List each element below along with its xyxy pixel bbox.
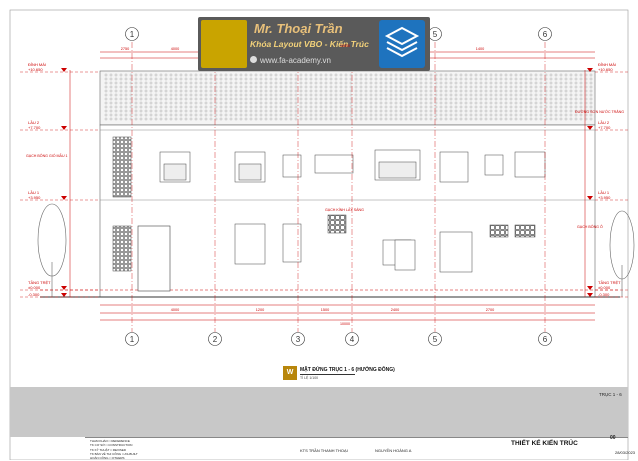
note-breeze-block: GẠCH BÔNG GIÓ MẪU 1 (26, 154, 68, 158)
axis-bubble (291, 332, 305, 346)
axis-label: 6 (543, 335, 548, 344)
dim-bottom: 2700 (486, 308, 494, 312)
axis-label: 5 (433, 335, 438, 344)
axis-bubble (538, 27, 552, 41)
dim-bottom-total: 10000 (340, 322, 350, 326)
dim-bottom: 4000 (171, 308, 179, 312)
level-name: LẦU 1 (598, 190, 610, 195)
entrance-door (137, 225, 171, 292)
level-value: -0.300 (598, 292, 610, 297)
presenter-photo (201, 20, 247, 68)
level-name: TẦNG TRỆT (598, 280, 621, 285)
title-underline (300, 374, 355, 375)
level-markers (20, 68, 628, 298)
dim-top: 4000 (171, 47, 179, 51)
legend-item: TK CƠ SỞ □ CONSTRUCTION (90, 443, 133, 448)
breeze-block-upper (112, 136, 132, 198)
breeze-block-lower (112, 225, 132, 272)
lower-windows (234, 214, 536, 273)
watermark-banner: Mr. Thoại Trần Khóa Layout VBO - Kiến Tr… (198, 17, 430, 71)
level-value: -0.300 (28, 292, 40, 297)
axis-bubble (208, 332, 222, 346)
level-name: ĐỈNH MÁI (598, 62, 616, 67)
level-name: LẦU 2 (28, 120, 40, 125)
dim-top: 2750 (121, 47, 129, 51)
level-value: +7.700 (28, 125, 41, 130)
level-value: +10.650 (598, 67, 613, 72)
sheet-main-title: THIẾT KẾ KIẾN TRÚC (511, 440, 578, 447)
level-name: LẦU 2 (598, 120, 610, 125)
upper-windows (159, 149, 546, 183)
axis-label: 6 (543, 30, 548, 39)
legend-item: TK KỸ THUẬT □ REVISED (90, 447, 127, 452)
drafter-name: NGUYỄN HOÀNG A (375, 448, 412, 453)
dim-top: 1400 (476, 47, 484, 51)
axis-label: 4 (350, 335, 355, 344)
axis-bubble (538, 332, 552, 346)
sheet-label: TRỤC 1 - 6 (599, 392, 622, 397)
axis-bubble (428, 332, 442, 346)
tree-left (37, 203, 67, 297)
axis-label: 1 (130, 335, 135, 344)
redacted-area (10, 387, 628, 437)
legend-item: HOÀN CÔNG □ OTHERS (90, 456, 125, 461)
tree-right (609, 210, 635, 297)
level-value: ±0.000 (598, 285, 611, 290)
axis-bubble (125, 332, 139, 346)
drawing-scale: TỈ LỆ 1/100 (300, 376, 319, 380)
level-name: ĐỈNH MÁI (28, 62, 46, 67)
legend-item: THAM KHẢO □ REFERENCE (90, 439, 130, 443)
globe-icon (250, 56, 257, 63)
axis-label: 5 (433, 30, 438, 39)
sheet-border (9, 9, 629, 460)
level-value: ±0.000 (28, 285, 41, 290)
level-name: LẦU 1 (28, 190, 40, 195)
drawing-symbol: W (283, 366, 297, 380)
academy-logo (379, 20, 425, 68)
axis-bubble (125, 27, 139, 41)
sheet-number: 00 (610, 435, 616, 441)
dim-bottom: 1200 (256, 308, 264, 312)
dim-top-total: 10000 (340, 44, 350, 48)
dim-bottom: 1500 (321, 308, 329, 312)
level-value: +7.700 (598, 125, 611, 130)
axis-label: 1 (130, 30, 135, 39)
drawing-title: MẶT ĐỨNG TRỤC 1 - 6 (HƯỚNG ĐÔNG) (300, 367, 395, 373)
axis-label: 3 (296, 335, 301, 344)
axis-bubbles-bottom: 1 2 3 4 5 6 (125, 332, 552, 346)
legend-item: TK BẢN VẼ THI CÔNG □ AS-BUILT (90, 451, 138, 456)
level-value: +10.650 (28, 67, 43, 72)
designer-name: KTS TRẦN THANH THOẠI (300, 448, 348, 453)
axis-bubble (345, 332, 359, 346)
presenter-name: Mr. Thoại Trần (254, 21, 343, 36)
sheet-date: 28/03/2023 (615, 450, 636, 455)
axis-lines (131, 42, 546, 332)
course-subtitle: Khóa Layout VBO - Kiến Trúc (250, 39, 369, 49)
roof-pattern (104, 73, 593, 121)
website-link[interactable]: www.fa-academy.vn (260, 56, 331, 65)
note-white-paint: ĐƯỜNG SƠN NƯỚC TRẮNG (575, 110, 625, 114)
axis-label: 2 (213, 335, 218, 344)
level-value: +3.950 (598, 195, 611, 200)
level-value: +3.950 (28, 195, 41, 200)
dim-bottom: 2400 (391, 308, 399, 312)
level-name: TẦNG TRỆT (28, 280, 51, 285)
note-glass-block: GẠCH KÍNH LẤY SÁNG (325, 208, 364, 212)
note-pattern-tile: GẠCH BÔNG Ô (577, 225, 603, 229)
